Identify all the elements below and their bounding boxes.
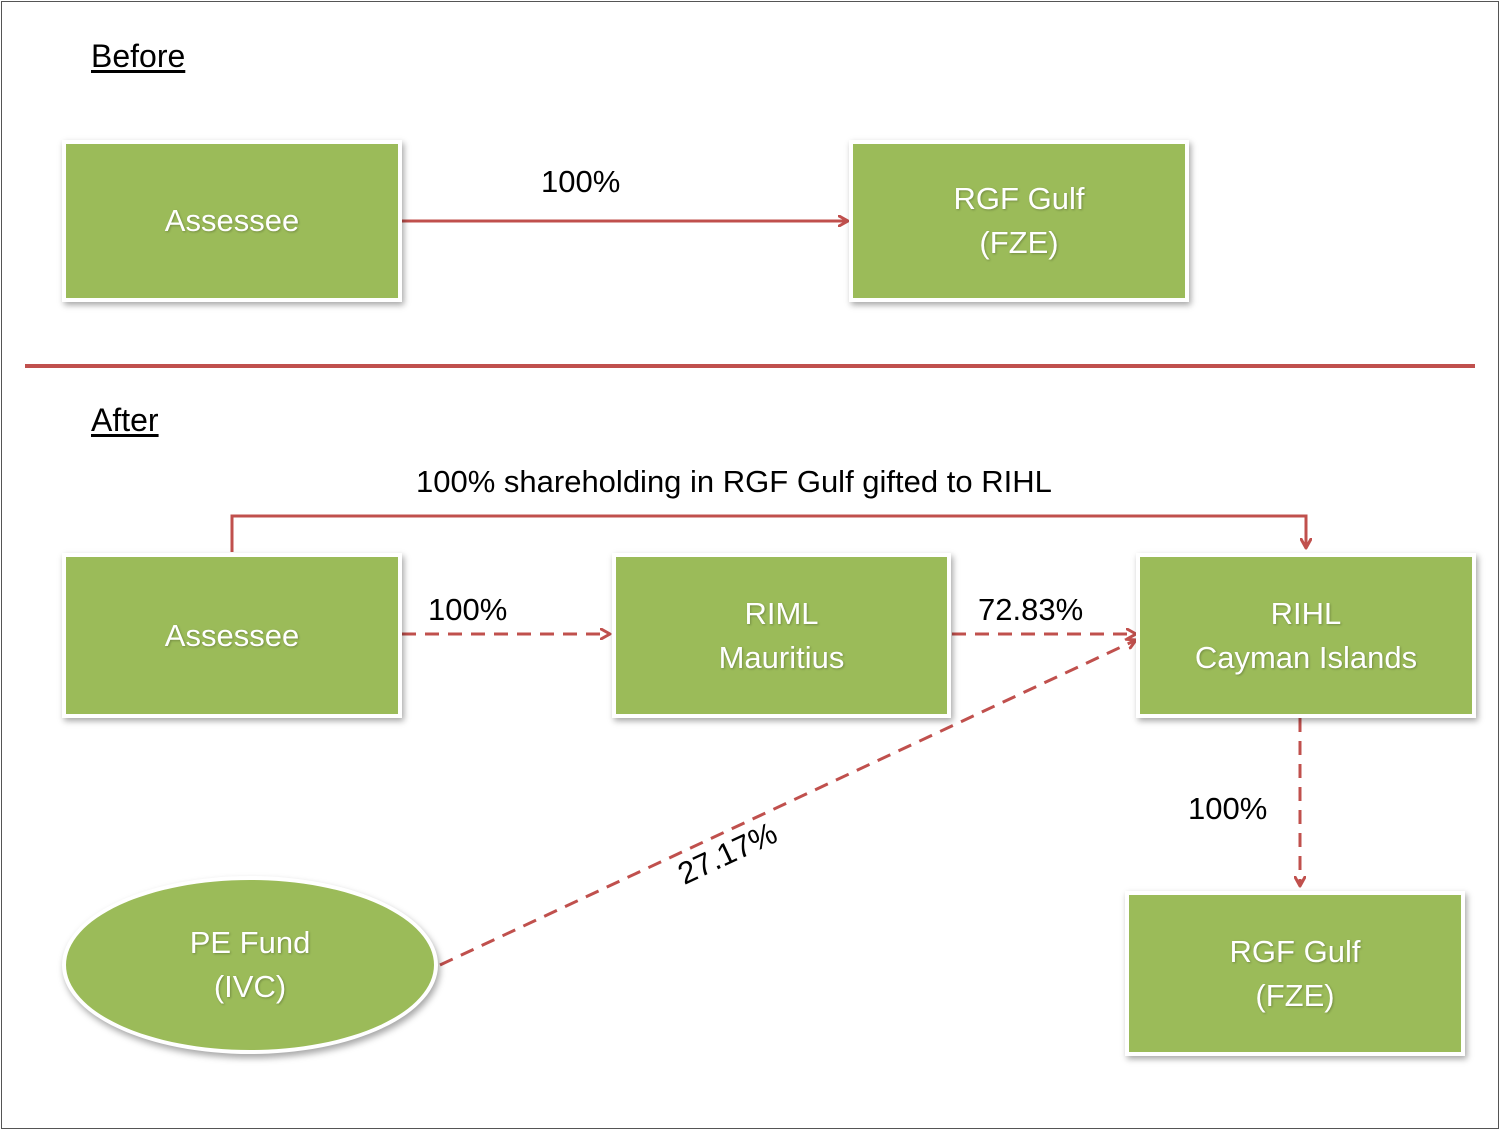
node-label: Assessee [164,203,300,238]
arrow-gift-assessee-rihl [230,514,1306,552]
section-title-after: After [91,402,159,438]
node-rgf-gulf-before: RGF Gulf (FZE) [849,140,1189,302]
pct-label-rihl-rgf: 100% [1188,791,1268,826]
node-pe-fund: PE Fund (IVC) [62,876,438,1054]
node-label-line1: RGF Gulf [953,181,1085,216]
node-assessee-after: Assessee [62,553,402,718]
node-label-line1: RIML [744,595,819,631]
gift-label: 100% shareholding in RGF Gulf gifted to … [416,464,1052,499]
node-label-line2: Mauritius [718,639,845,675]
node-riml-mauritius: RIML Mauritius [612,553,951,718]
pct-label-riml-rihl: 72.83% [978,592,1084,627]
node-label-line2: (IVC) [213,969,287,1004]
node-assessee-before: Assessee [62,140,402,302]
node-label-line2: Cayman Islands [1194,639,1418,675]
pct-label-before: 100% [541,164,621,199]
node-label-line1: RIHL [1270,595,1342,631]
node-label-line2: (FZE) [1255,977,1335,1013]
node-rgf-gulf-after: RGF Gulf (FZE) [1125,891,1465,1056]
node-label-line1: RGF Gulf [1229,933,1361,969]
node-rihl-cayman: RIHL Cayman Islands [1136,553,1476,718]
node-label: Assessee [164,617,300,653]
pct-label-assessee-riml: 100% [428,592,508,627]
arrow-pe-rihl [439,640,1136,967]
section-title-before: Before [91,38,186,74]
node-label-line1: PE Fund [189,925,311,960]
node-label-line2: (FZE) [979,225,1059,260]
